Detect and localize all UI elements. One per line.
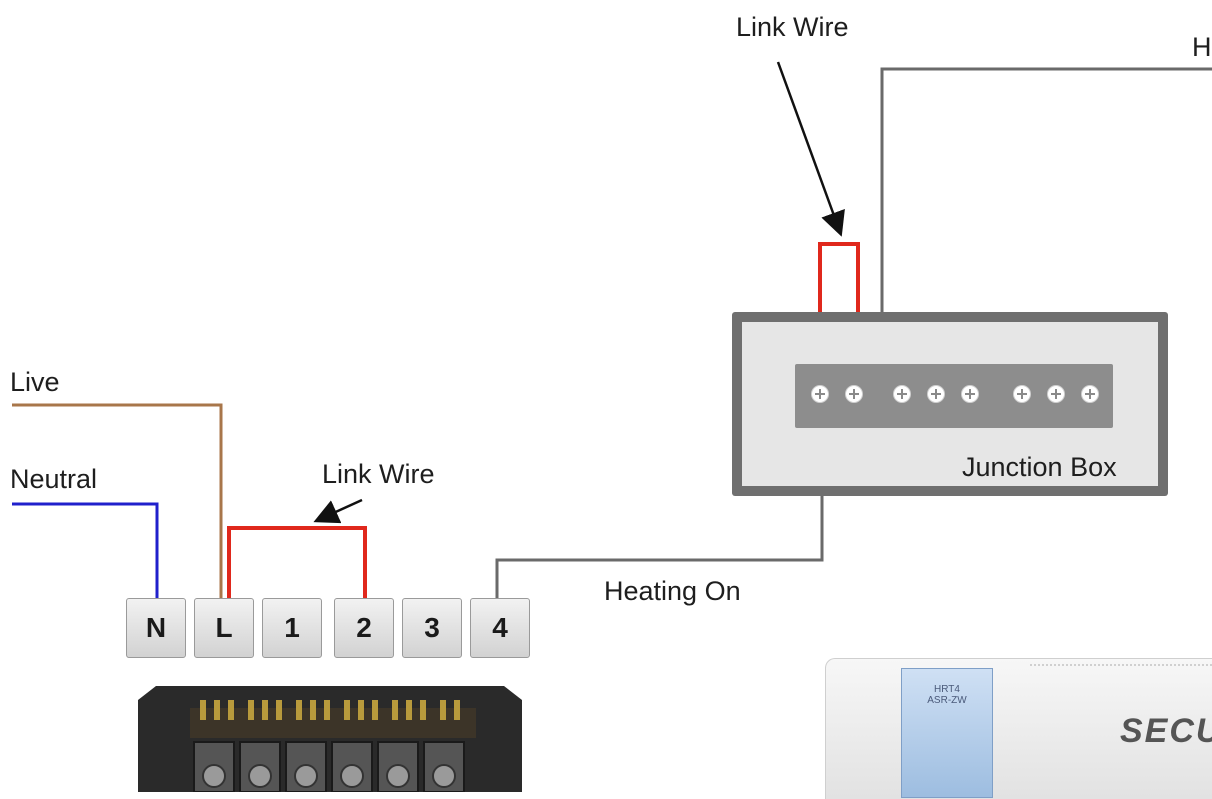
arrow-link-wire-mid xyxy=(313,498,363,524)
screw-icon xyxy=(927,385,945,403)
terminal-n: N xyxy=(126,598,186,658)
label-live: Live xyxy=(10,367,60,397)
label-link-wire-top: Link Wire xyxy=(736,12,849,42)
label-top-right-partial: H xyxy=(1192,32,1212,62)
device-brand-logo: SECU xyxy=(1120,712,1212,750)
label-neutral: Neutral xyxy=(10,464,98,494)
receiver-device xyxy=(825,658,1212,799)
terminal-3: 3 xyxy=(402,598,462,658)
label-link-wire-mid: Link Wire xyxy=(322,459,435,489)
terminal-1: 1 xyxy=(262,598,322,658)
junction-terminal-strip xyxy=(795,364,1113,428)
screw-icon xyxy=(1081,385,1099,403)
screw-icon xyxy=(1047,385,1065,403)
terminal-block-image xyxy=(138,686,522,792)
arrow-link-wire-top xyxy=(776,61,845,237)
screw-icon xyxy=(811,385,829,403)
link-wire-thermostat xyxy=(227,526,367,603)
terminal-4: 4 xyxy=(470,598,530,658)
live-wire xyxy=(12,403,223,603)
device-model-text: HRT4 ASR-ZW xyxy=(927,684,967,706)
device-vent-line xyxy=(1030,664,1212,668)
terminal-l: L xyxy=(194,598,254,658)
neutral-wire xyxy=(12,502,159,603)
screw-icon xyxy=(961,385,979,403)
screw-icon xyxy=(1013,385,1031,403)
label-heating-on: Heating On xyxy=(604,576,741,606)
junction-box-label: Junction Box xyxy=(962,452,1117,482)
terminal-2: 2 xyxy=(334,598,394,658)
screw-icon xyxy=(845,385,863,403)
screw-icon xyxy=(893,385,911,403)
device-label-window xyxy=(901,668,993,798)
